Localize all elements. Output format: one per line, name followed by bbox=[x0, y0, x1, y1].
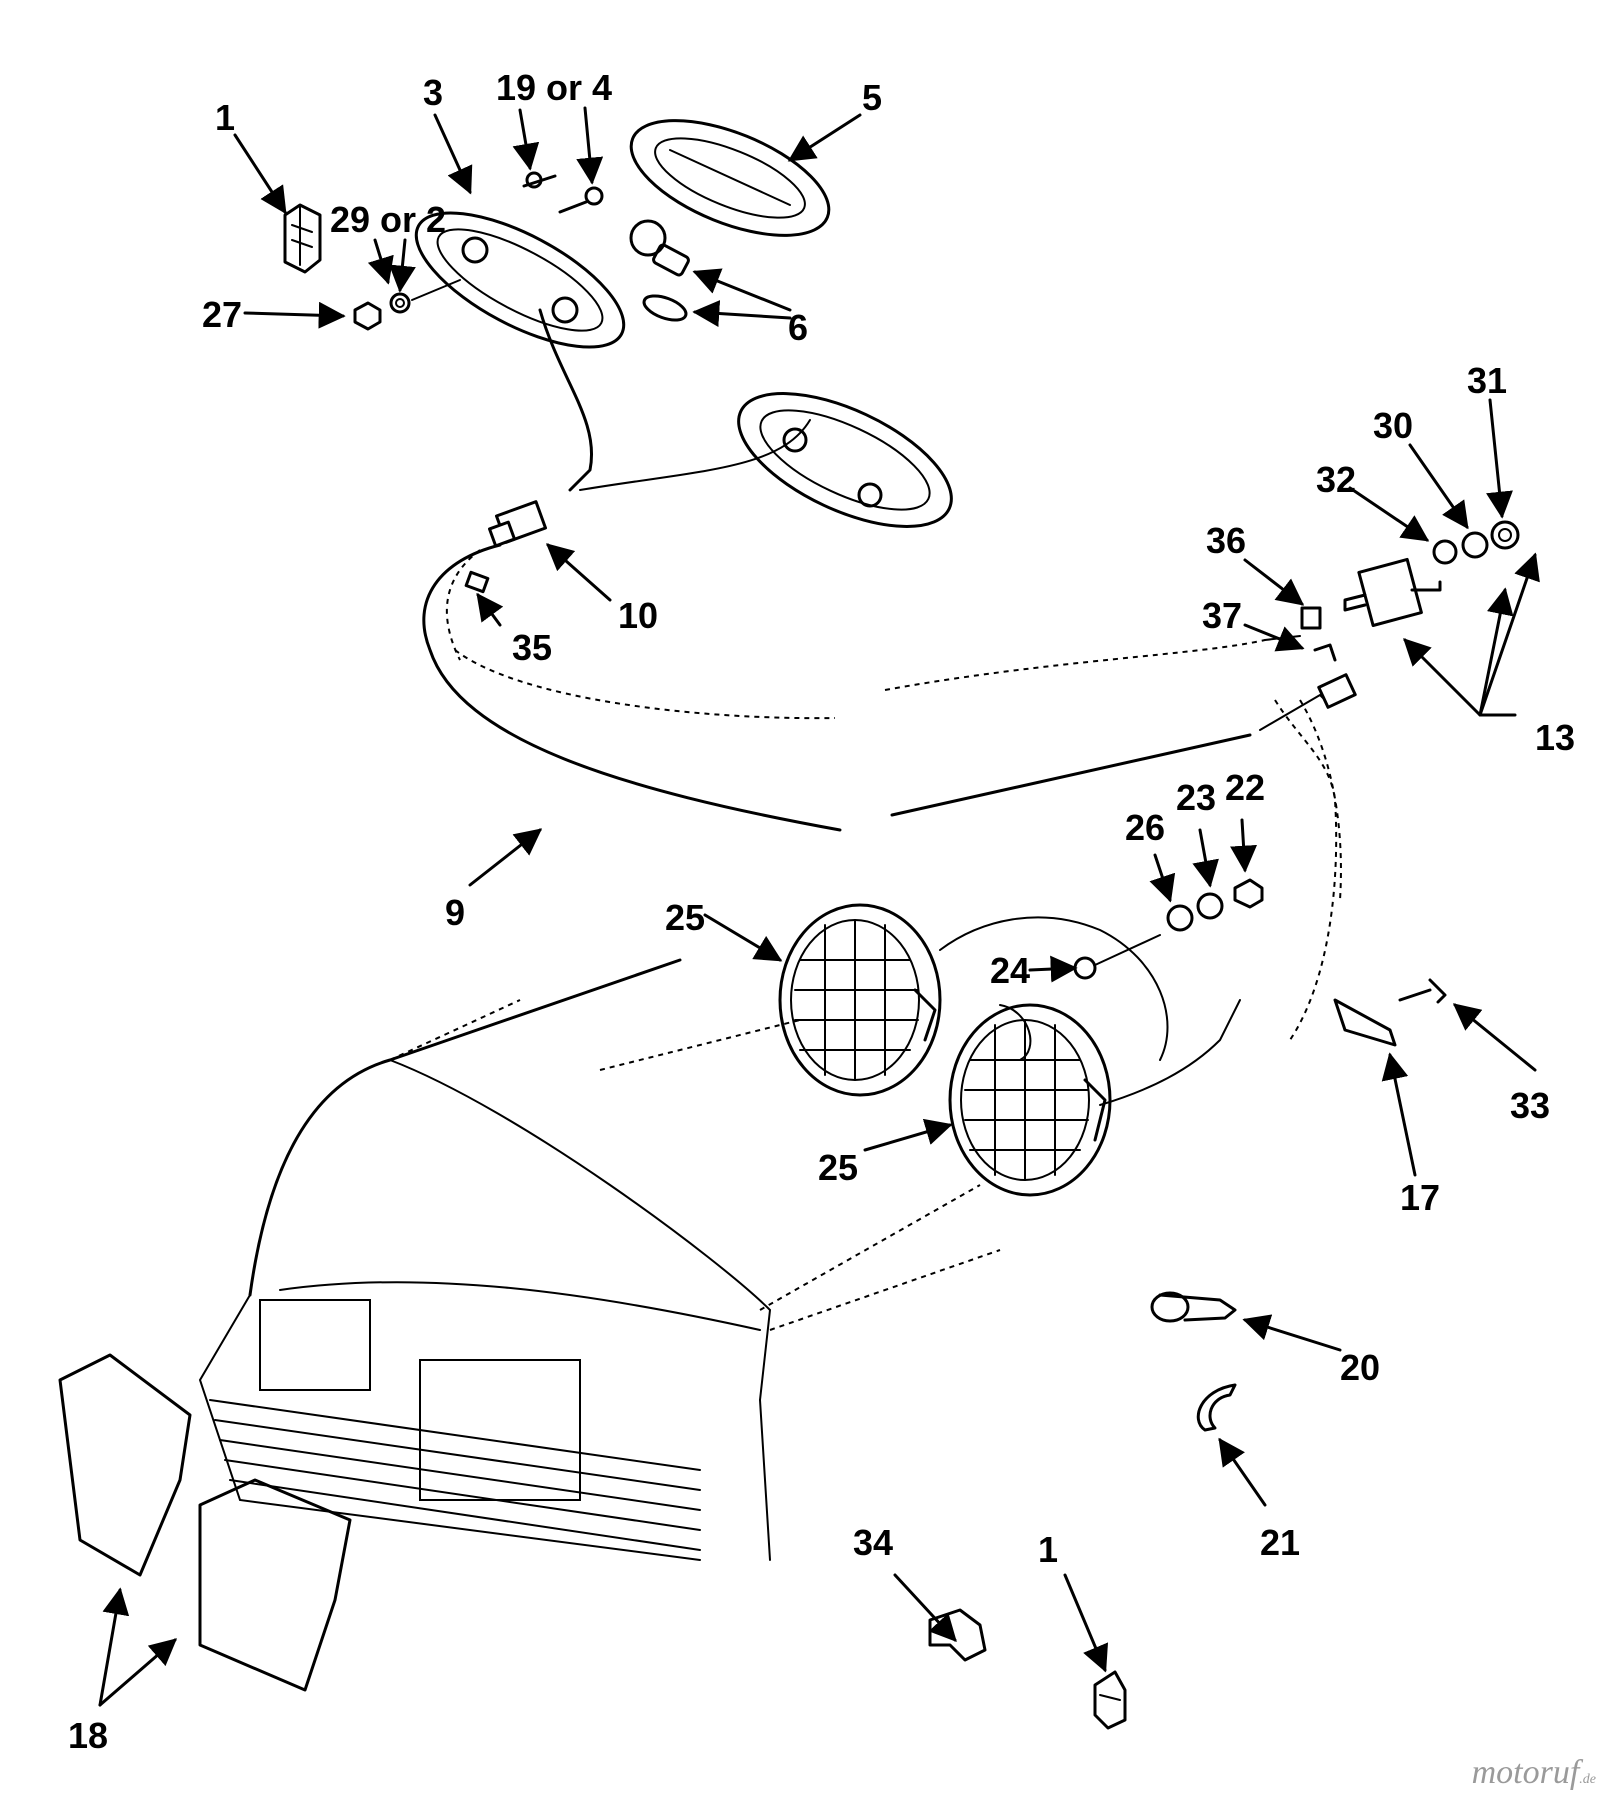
label-21: 21 bbox=[1260, 1522, 1300, 1563]
label-36: 36 bbox=[1206, 520, 1246, 561]
label-33: 33 bbox=[1510, 1085, 1550, 1126]
clip-34-icon bbox=[928, 1608, 987, 1662]
screw-icon bbox=[522, 171, 604, 214]
hood-icon bbox=[198, 958, 1001, 1561]
tail-light-lens-icon bbox=[629, 119, 831, 237]
label-9: 9 bbox=[445, 892, 465, 933]
light-shield-icon bbox=[58, 1353, 352, 1692]
label-3: 3 bbox=[423, 72, 443, 113]
headlight-wire bbox=[939, 916, 1169, 1061]
watermark-logo: motoruf.de bbox=[1472, 1754, 1596, 1792]
label-10: 10 bbox=[618, 595, 658, 636]
watermark-name: motoruf bbox=[1471, 1754, 1580, 1791]
tail-light-wire bbox=[538, 308, 593, 492]
headlight-right-icon bbox=[948, 999, 1241, 1197]
label-5: 5 bbox=[862, 77, 882, 118]
label-37: 37 bbox=[1202, 595, 1242, 636]
label-20: 20 bbox=[1340, 1347, 1380, 1388]
label-32: 32 bbox=[1316, 459, 1356, 500]
clip-20-icon bbox=[1150, 1291, 1237, 1323]
tail-light-housing-icon bbox=[414, 211, 626, 349]
label-24: 24 bbox=[990, 950, 1030, 991]
clip-bottom-icon bbox=[1093, 1670, 1127, 1730]
label-18: 18 bbox=[68, 1715, 108, 1756]
tail-light-wire-2 bbox=[579, 419, 811, 491]
label-1-bottom: 1 bbox=[1038, 1529, 1058, 1570]
wiring-harness bbox=[422, 543, 1357, 1041]
label-19-or-4: 19 or 4 bbox=[496, 67, 612, 108]
label-34: 34 bbox=[853, 1522, 893, 1563]
leader-arrows bbox=[98, 106, 1540, 1707]
label-22: 22 bbox=[1225, 767, 1265, 808]
bulb-icon bbox=[629, 219, 690, 322]
label-30: 30 bbox=[1373, 405, 1413, 446]
label-17: 17 bbox=[1400, 1177, 1440, 1218]
label-25-top: 25 bbox=[665, 897, 705, 938]
switch-icon bbox=[1343, 520, 1520, 628]
label-1-top: 1 bbox=[215, 97, 235, 138]
label-23: 23 bbox=[1176, 777, 1216, 818]
label-35: 35 bbox=[512, 627, 552, 668]
label-25-bottom: 25 bbox=[818, 1147, 858, 1188]
nut-icon bbox=[353, 279, 461, 331]
label-13: 13 bbox=[1535, 717, 1575, 758]
label-31: 31 bbox=[1467, 360, 1507, 401]
label-27: 27 bbox=[202, 294, 242, 335]
watermark-tld: .de bbox=[1579, 1772, 1596, 1787]
clip-21-icon bbox=[1196, 1383, 1237, 1432]
connector-icon bbox=[488, 500, 548, 548]
tail-light-housing-2-icon bbox=[737, 392, 953, 528]
bracket-icon bbox=[1333, 978, 1447, 1047]
label-26: 26 bbox=[1125, 807, 1165, 848]
label-6: 6 bbox=[788, 307, 808, 348]
label-29-or-2: 29 or 2 bbox=[330, 199, 446, 240]
headlight-left-icon bbox=[778, 903, 942, 1097]
clip-icon bbox=[283, 203, 322, 274]
